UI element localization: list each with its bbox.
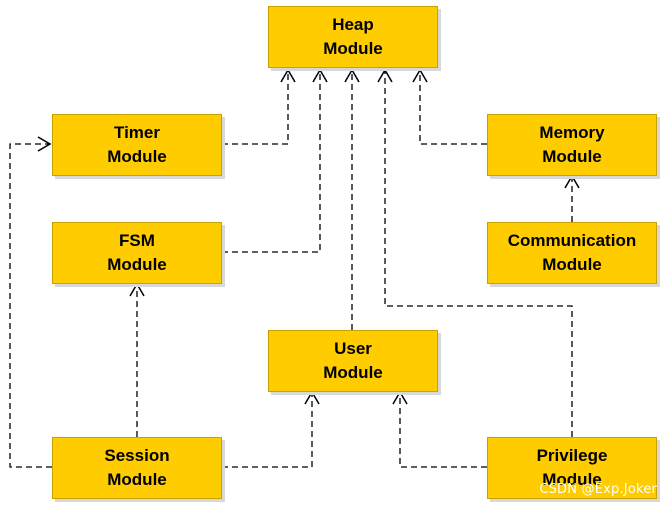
- timer-module-box[interactable]: Timer Module: [52, 114, 222, 176]
- csdn-watermark: CSDN @Exp.Joker: [539, 482, 657, 497]
- user-module-name: User: [334, 339, 372, 358]
- heap-module-box[interactable]: Heap Module: [268, 6, 438, 68]
- arrowhead-memory: [564, 174, 580, 189]
- communication-module-box[interactable]: Communication Module: [487, 222, 657, 284]
- user-module-suffix: Module: [323, 363, 383, 382]
- user-module-box[interactable]: User Module: [268, 330, 438, 392]
- communication-module-suffix: Module: [542, 255, 602, 274]
- connector-session-to-user: [222, 392, 313, 468]
- fsm-module-suffix: Module: [107, 255, 167, 274]
- timer-module-name: Timer: [114, 123, 160, 142]
- timer-module-suffix: Module: [107, 147, 167, 166]
- heap-module-suffix: Module: [323, 39, 383, 58]
- connector-privilege-to-user: [399, 392, 487, 468]
- arrowhead-heap-1: [280, 68, 296, 83]
- arrowhead-heap-2: [312, 68, 328, 83]
- session-module-box[interactable]: Session Module: [52, 437, 222, 499]
- fsm-module-box[interactable]: FSM Module: [52, 222, 222, 284]
- memory-module-suffix: Module: [542, 147, 602, 166]
- arrowhead-user-1: [304, 390, 320, 405]
- connector-timer-to-heap: [222, 70, 289, 145]
- connector-session-to-timer: [9, 143, 52, 468]
- arrowhead-user-2: [392, 390, 408, 405]
- memory-module-box[interactable]: Memory Module: [487, 114, 657, 176]
- memory-module-name: Memory: [539, 123, 605, 142]
- privilege-module-box[interactable]: Privilege Module: [487, 437, 657, 499]
- connector-privilege-to-heap: [384, 70, 573, 437]
- privilege-module-name: Privilege: [536, 446, 608, 465]
- connector-memory-to-heap: [419, 70, 487, 145]
- arrowhead-timer: [37, 136, 52, 152]
- arrowhead-heap-3: [344, 68, 360, 83]
- arrowhead-heap-4: [377, 68, 393, 83]
- heap-module-name: Heap: [332, 15, 374, 34]
- arrowhead-heap-5: [412, 68, 428, 83]
- privilege-module-suffix: Module: [542, 470, 602, 489]
- session-module-suffix: Module: [107, 470, 167, 489]
- fsm-module-name: FSM: [119, 231, 155, 250]
- session-module-name: Session: [104, 446, 170, 465]
- connector-fsm-to-heap: [222, 70, 321, 253]
- arrowhead-fsm: [129, 282, 145, 297]
- communication-module-name: Communication: [507, 231, 637, 250]
